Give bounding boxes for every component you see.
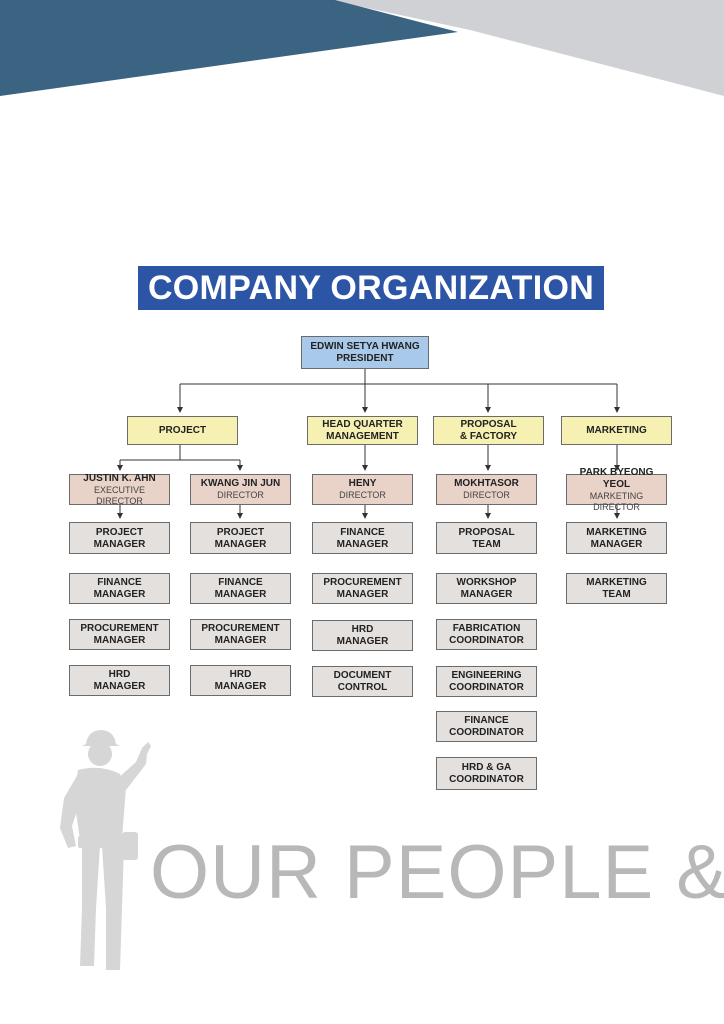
- team-box: HRD MANAGER: [312, 620, 413, 651]
- team-label-1: FINANCE: [97, 577, 142, 588]
- team-label-2: MANAGER: [93, 681, 146, 692]
- team-box: PROJECT MANAGER: [69, 522, 170, 554]
- team-label-1: DOCUMENT: [333, 670, 392, 681]
- team-label-2: MANAGER: [460, 589, 513, 600]
- team-box: PROPOSAL TEAM: [436, 522, 537, 554]
- team-box: FINANCE MANAGER: [69, 573, 170, 604]
- president-role: PRESIDENT: [336, 353, 394, 364]
- team-label-2: MANAGER: [93, 589, 146, 600]
- team-label-1: HRD: [229, 669, 252, 680]
- director-role: DIRECTOR: [463, 490, 510, 500]
- director-mokhtasor: MOKHTASOR DIRECTOR: [436, 474, 537, 505]
- division-hq: HEAD QUARTER MANAGEMENT: [307, 416, 418, 445]
- team-label-2: MANAGER: [590, 538, 643, 550]
- team-box: WORKSHOP MANAGER: [436, 573, 537, 604]
- director-role: DIRECTOR: [217, 490, 264, 500]
- team-label-2: COORDINATOR: [449, 774, 524, 785]
- director-justin: JUSTIN K. AHN EXECUTIVE DIRECTOR: [69, 472, 170, 506]
- director-heny: HENY DIRECTOR: [312, 474, 413, 505]
- team-label-1: MARKETING: [586, 577, 647, 588]
- division-project: PROJECT: [127, 416, 238, 445]
- page-title: COMPANY ORGANIZATION: [138, 266, 604, 310]
- team-box: PROJECT MANAGER: [190, 522, 291, 554]
- team-box: MARKETING MANAGER: [566, 522, 667, 554]
- header-decoration: [0, 0, 724, 96]
- team-label-1: PROPOSAL: [458, 526, 515, 538]
- team-label-1: ENGINEERING: [451, 670, 522, 681]
- division-label: HEAD QUARTER: [322, 419, 403, 430]
- director-role: DIRECTOR: [339, 490, 386, 500]
- director-name: HENY: [348, 478, 377, 489]
- team-label-1: HRD: [108, 669, 131, 680]
- team-label-2: COORDINATOR: [449, 682, 524, 693]
- team-box: PROCUREMENT MANAGER: [190, 619, 291, 650]
- team-label-2: MANAGER: [214, 589, 267, 600]
- team-box: MARKETING TEAM: [566, 573, 667, 604]
- division-label: PROPOSAL: [460, 419, 517, 430]
- team-label-2: MANAGER: [336, 589, 389, 600]
- team-label-2: CONTROL: [337, 682, 388, 693]
- president-box: EDWIN SETYA HWANG PRESIDENT: [301, 336, 429, 369]
- header-grey-shape: [330, 0, 724, 96]
- team-box: FINANCE MANAGER: [190, 573, 291, 604]
- team-label-1: PROCUREMENT: [323, 577, 402, 588]
- team-box: DOCUMENT CONTROL: [312, 666, 413, 697]
- team-label-2: MANAGER: [336, 636, 389, 647]
- worker-silhouette: [60, 730, 151, 970]
- director-kwang: KWANG JIN JUN DIRECTOR: [190, 474, 291, 505]
- division-label-2: & FACTORY: [459, 431, 518, 442]
- team-box: FABRICATION COORDINATOR: [436, 619, 537, 650]
- team-box: PROCUREMENT MANAGER: [312, 573, 413, 604]
- team-label-2: MANAGER: [214, 681, 267, 692]
- team-box: ENGINEERING COORDINATOR: [436, 666, 537, 697]
- director-name: KWANG JIN JUN: [200, 478, 281, 489]
- division-proposal: PROPOSAL & FACTORY: [433, 416, 544, 445]
- team-label-2: COORDINATOR: [449, 727, 524, 738]
- team-label-1: MARKETING: [586, 526, 647, 538]
- tagline: OUR PEOPLE &: [150, 830, 724, 915]
- team-label-2: MANAGER: [214, 538, 267, 550]
- team-label-1: PROCUREMENT: [201, 623, 280, 634]
- team-label-1: HRD & GA: [461, 762, 512, 773]
- team-label-2: MANAGER: [93, 635, 146, 646]
- team-label-2: TEAM: [472, 538, 501, 550]
- director-name: PARK BYEONG YEOL: [579, 466, 654, 490]
- team-label-2: MANAGER: [336, 538, 389, 550]
- team-box: PROCUREMENT MANAGER: [69, 619, 170, 650]
- team-label-1: HRD: [351, 624, 374, 635]
- director-role: EXECUTIVE DIRECTOR: [93, 484, 145, 506]
- team-label-2: MANAGER: [93, 538, 146, 550]
- team-box: HRD MANAGER: [69, 665, 170, 696]
- division-label: MARKETING: [586, 424, 647, 436]
- header-blue-shape: [0, 0, 458, 96]
- team-label-1: FABRICATION: [452, 623, 521, 634]
- team-label-1: PROJECT: [216, 526, 265, 538]
- director-role: MARKETING DIRECTOR: [589, 490, 644, 512]
- team-box: FINANCE MANAGER: [312, 522, 413, 554]
- division-marketing: MARKETING: [561, 416, 672, 445]
- team-label-2: COORDINATOR: [449, 635, 524, 646]
- team-label-1: FINANCE: [340, 526, 385, 538]
- director-name: MOKHTASOR: [454, 478, 519, 489]
- president-name: EDWIN SETYA HWANG: [310, 341, 420, 352]
- team-box: HRD MANAGER: [190, 665, 291, 696]
- division-label: PROJECT: [158, 424, 207, 436]
- team-label-1: FINANCE: [218, 577, 263, 588]
- division-label-2: MANAGEMENT: [326, 431, 399, 442]
- team-label-1: FINANCE: [464, 715, 509, 726]
- team-box: HRD & GA COORDINATOR: [436, 757, 537, 790]
- team-label-2: MANAGER: [214, 635, 267, 646]
- team-box: FINANCE COORDINATOR: [436, 711, 537, 742]
- team-label-1: PROCUREMENT: [80, 623, 159, 634]
- director-park: PARK BYEONG YEOL MARKETING DIRECTOR: [566, 467, 667, 512]
- team-label-2: TEAM: [602, 589, 631, 600]
- team-label-1: WORKSHOP: [456, 577, 517, 588]
- team-label-1: PROJECT: [95, 526, 144, 538]
- director-name: JUSTIN K. AHN: [83, 472, 156, 484]
